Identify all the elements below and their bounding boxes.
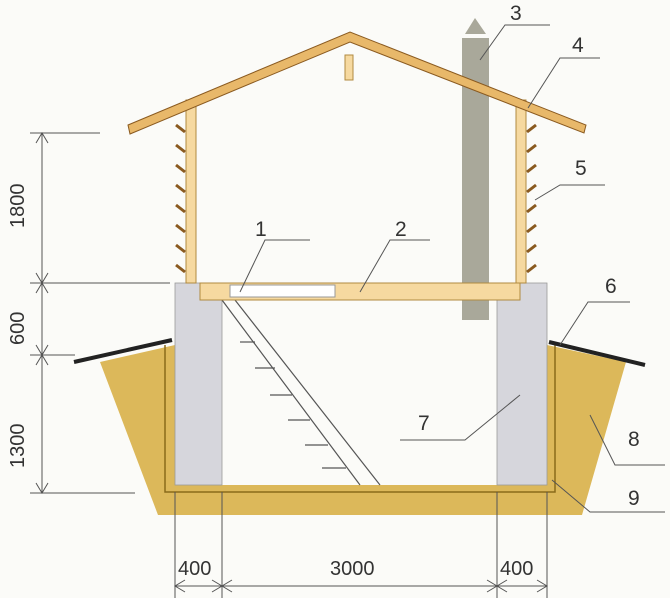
label-7: 7 <box>418 412 430 435</box>
dim-600: 600 <box>7 312 29 345</box>
ventilation-arrow <box>465 18 486 34</box>
concrete-wall-left <box>174 282 223 486</box>
label-9: 9 <box>628 487 640 510</box>
cladding-left <box>175 123 186 274</box>
label-5: 5 <box>575 157 587 180</box>
label-2: 2 <box>395 218 407 241</box>
hatch <box>229 284 336 298</box>
cladding-right <box>526 123 537 274</box>
post-left <box>185 99 197 284</box>
roof <box>127 31 587 135</box>
dim-400-left: 400 <box>178 558 211 580</box>
label-6: 6 <box>605 275 617 298</box>
dim-1800: 1800 <box>7 184 29 229</box>
label-4: 4 <box>572 34 584 57</box>
label-3: 3 <box>510 2 522 25</box>
blind-area-left <box>73 338 173 364</box>
post-right <box>515 99 527 284</box>
concrete-wall-right <box>496 282 548 486</box>
blind-area-right <box>548 340 646 367</box>
ridge-post <box>344 54 354 81</box>
ladder <box>221 299 381 486</box>
dim-400-right: 400 <box>500 558 533 580</box>
dim-1300: 1300 <box>7 424 29 469</box>
label-1: 1 <box>255 218 267 241</box>
waterproofing-layer <box>164 345 556 493</box>
leader-lines <box>30 24 665 598</box>
dim-3000: 3000 <box>330 558 375 580</box>
label-8: 8 <box>628 428 640 451</box>
